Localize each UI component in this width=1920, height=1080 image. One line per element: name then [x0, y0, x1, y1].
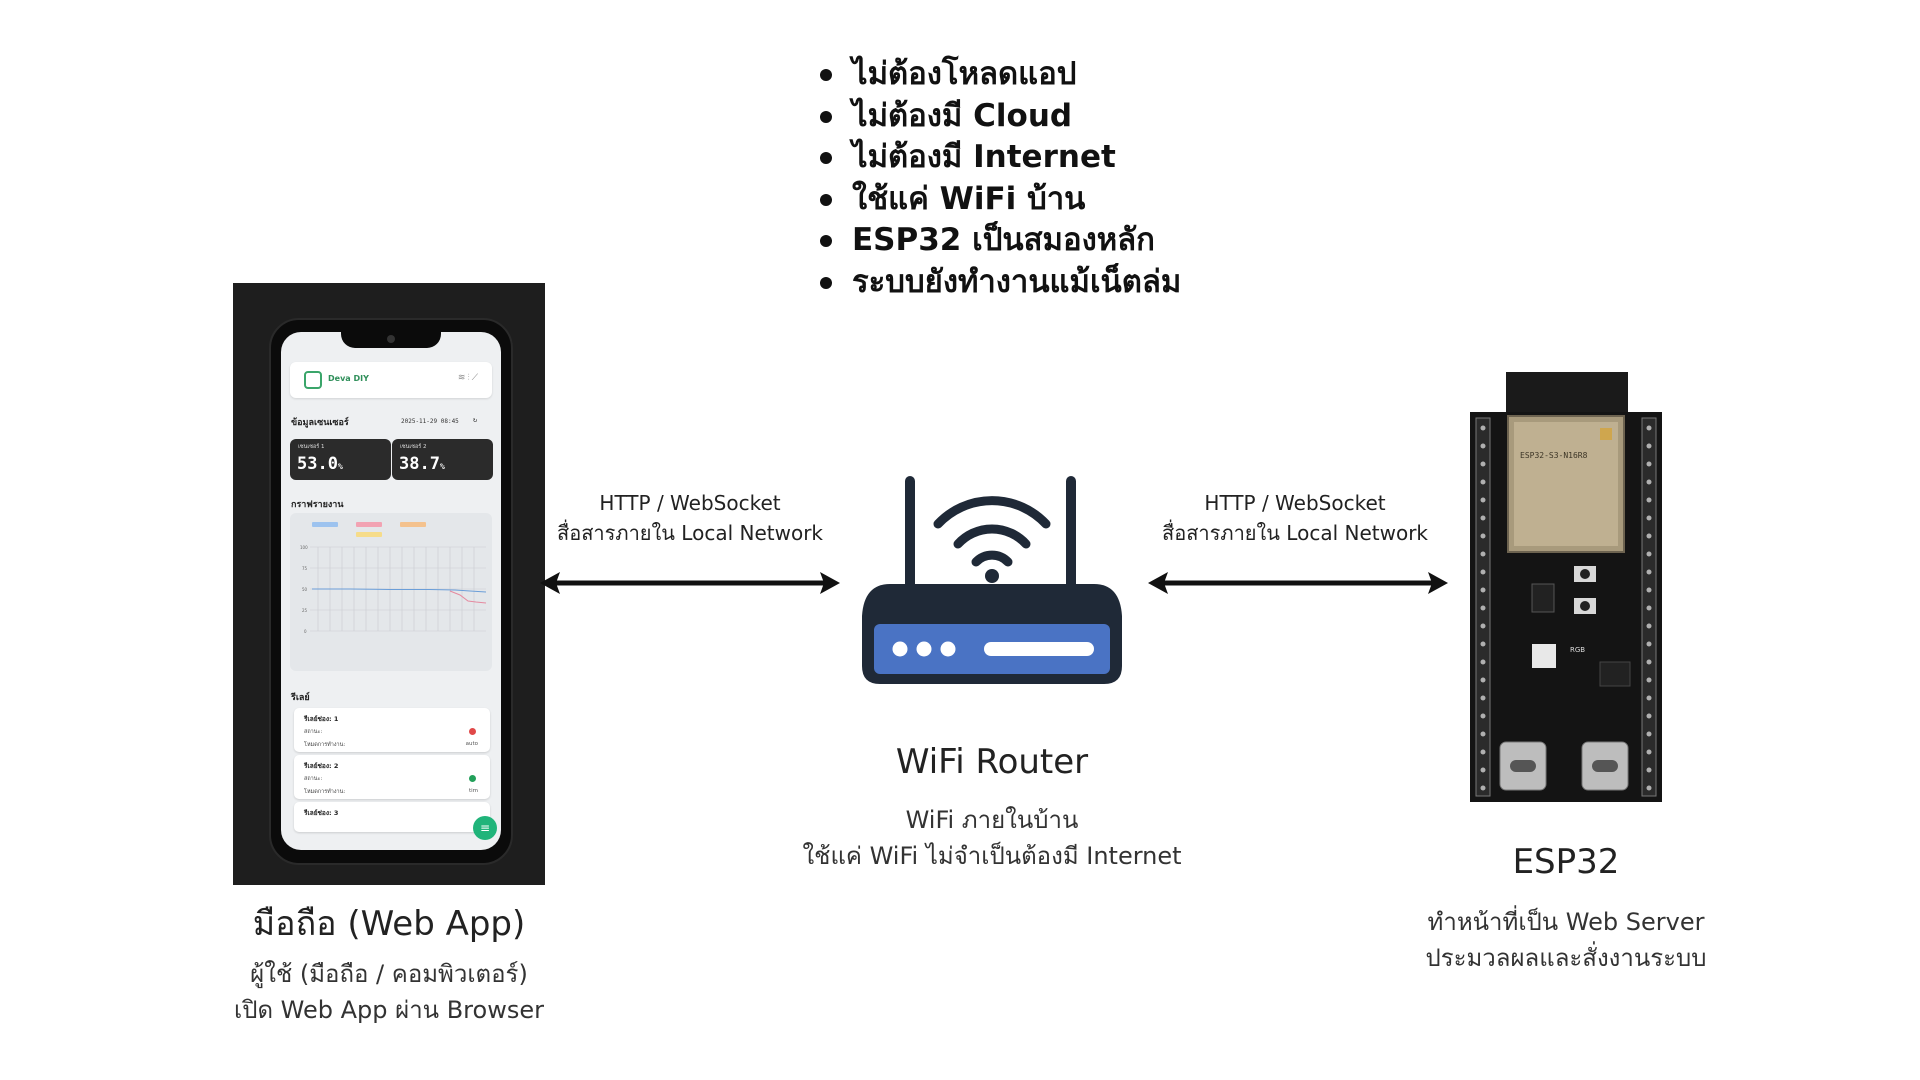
refresh-icon[interactable]: ↻	[473, 416, 478, 424]
feature-bullet: ไม่ต้องโหลดแอป	[820, 54, 1181, 96]
chart-y-tick: 50	[302, 587, 308, 592]
sensor-value: 38.7%	[399, 454, 445, 474]
app-brand: Deva DIY	[328, 374, 369, 383]
sensor-timestamp: 2025-11-29 08:45	[401, 418, 459, 425]
relay-status-label: สถานะ:	[304, 776, 323, 782]
legend-chip	[356, 532, 382, 537]
chart-icon[interactable]: ⟋	[471, 373, 480, 383]
camera-icon	[387, 335, 395, 343]
phone-image: Deva DIY ≋⫶⟋ ข้อมูลเซนเซอร์ 2025-11-29 0…	[233, 283, 545, 885]
sensor-name: เซนเซอร์ 2	[400, 444, 427, 450]
sensor-card: เซนเซอร์ 2 38.7%	[392, 439, 493, 480]
legend-chip	[312, 522, 338, 527]
relay-mode-label: โหมดการทำงาน:	[304, 742, 346, 748]
chart-section-title: กราฟรายงาน	[291, 500, 344, 510]
relay-title: รีเลย์ช่อง: 2	[304, 762, 339, 770]
sensor-card: เซนเซอร์ 1 53.0%	[290, 439, 391, 480]
wifi-icon: ≋	[457, 373, 468, 383]
phone-body: Deva DIY ≋⫶⟋ ข้อมูลเซนเซอร์ 2025-11-29 0…	[269, 318, 513, 865]
relay-section-title: รีเลย์	[291, 693, 310, 703]
report-chart: 100 75 50 25 0	[290, 513, 492, 671]
phone-notch	[341, 332, 441, 348]
double-arrow-icon	[540, 572, 840, 594]
router-subtitle: WiFi ภายในบ้าน	[905, 806, 1079, 834]
settings-icon[interactable]: ⫶	[467, 373, 472, 383]
chart-y-tick: 100	[300, 545, 308, 550]
app-header: Deva DIY ≋⫶⟋	[290, 362, 492, 398]
relay-title: รีเลย์ช่อง: 3	[304, 809, 339, 817]
phone-subtitle: ผู้ใช้ (มือถือ / คอมพิวเตอร์)	[250, 960, 528, 988]
link-protocol-label: HTTP / WebSocket	[599, 491, 781, 515]
relay-title: รีเลย์ช่อง: 1	[304, 715, 339, 723]
legend-chip	[400, 522, 426, 527]
legend-chip	[356, 522, 382, 527]
feature-bullet: ESP32 เป็นสมองหลัก	[820, 220, 1181, 262]
logo-icon	[304, 371, 322, 389]
phone-title: มือถือ (Web App)	[252, 904, 526, 944]
relay-card[interactable]: รีเลย์ช่อง: 3	[294, 802, 490, 832]
link-scope-label: สื่อสารภายใน Local Network	[556, 521, 824, 545]
relay-status-dot	[469, 728, 476, 735]
esp32-board-image: ESP32-S3-N16R8 RGB	[1470, 372, 1662, 802]
feature-bullet: ไม่ต้องมี Cloud	[820, 96, 1181, 138]
feature-bullet: ไม่ต้องมี Internet	[820, 137, 1181, 179]
feature-bullet: ใช้แค่ WiFi บ้าน	[820, 179, 1181, 221]
feature-bullet-list: ไม่ต้องโหลดแอป ไม่ต้องมี Cloud ไม่ต้องมี…	[820, 54, 1181, 303]
chart-y-tick: 75	[302, 566, 308, 571]
web-app-screen: Deva DIY ≋⫶⟋ ข้อมูลเซนเซอร์ 2025-11-29 0…	[281, 332, 501, 850]
header-status-icons: ≋⫶⟋	[458, 373, 480, 383]
relay-card[interactable]: รีเลย์ช่อง: 2 สถานะ: โหมดการทำงาน: tim	[294, 755, 490, 799]
chart-y-tick: 0	[304, 629, 307, 634]
double-arrow-icon	[1148, 572, 1448, 594]
relay-mode-value: tim	[468, 788, 478, 794]
rgb-label: RGB	[1570, 646, 1585, 654]
sensor-section-title: ข้อมูลเซนเซอร์	[291, 418, 349, 428]
esp32-title: ESP32	[1512, 842, 1620, 882]
router-title: WiFi Router	[895, 742, 1089, 782]
chart-y-tick: 25	[302, 608, 308, 613]
esp32-subtitle: ประมวลผลและสั่งงานระบบ	[1425, 944, 1707, 972]
sensor-value: 53.0%	[297, 454, 343, 474]
relay-card[interactable]: รีเลย์ช่อง: 1 สถานะ: โหมดการทำงาน: auto	[294, 708, 490, 752]
mini-chart-plot: 100 75 50 25 0	[300, 545, 487, 634]
relay-status-dot	[469, 775, 476, 782]
wifi-router-icon	[862, 476, 1122, 684]
router-subtitle: ใช้แค่ WiFi ไม่จำเป็นต้องมี Internet	[802, 842, 1182, 870]
module-label: ESP32-S3-N16R8	[1520, 451, 1588, 460]
phone-subtitle: เปิด Web App ผ่าน Browser	[234, 996, 544, 1024]
menu-fab-button[interactable]: ≡	[473, 816, 497, 840]
sensor-name: เซนเซอร์ 1	[298, 444, 325, 450]
relay-status-label: สถานะ:	[304, 729, 323, 735]
relay-mode-value: auto	[465, 741, 478, 747]
link-scope-label: สื่อสารภายใน Local Network	[1161, 521, 1429, 545]
link-protocol-label: HTTP / WebSocket	[1204, 491, 1386, 515]
esp32-subtitle: ทำหน้าที่เป็น Web Server	[1427, 908, 1705, 936]
feature-bullet: ระบบยังทำงานแม้เน็ตล่ม	[820, 262, 1181, 304]
relay-mode-label: โหมดการทำงาน:	[304, 789, 346, 795]
